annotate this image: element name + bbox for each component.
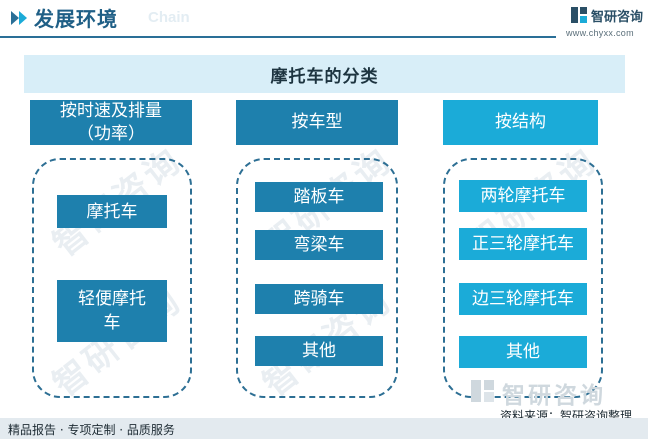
brand-watermark-text: 智研咨询 <box>502 383 606 409</box>
category-label-line1: 按时速及排量 <box>60 100 162 121</box>
brand-logo: 智研咨询 <box>570 5 648 25</box>
page-title: 发展环境 <box>34 7 118 31</box>
diagram-title-banner: 摩托车的分类 <box>24 55 625 93</box>
item-two-wheel: 两轮摩托车 <box>459 180 587 212</box>
page-title-en: Chain <box>148 9 190 26</box>
item-scooter: 踏板车 <box>255 182 383 212</box>
item-label-line2: 车 <box>103 313 121 333</box>
group-speed-displacement <box>32 158 192 398</box>
header-divider <box>0 36 556 38</box>
item-sidecar-tricycle: 边三轮摩托车 <box>459 283 587 315</box>
brand-icon <box>571 7 587 23</box>
category-structure: 按结构 <box>443 100 598 145</box>
item-other-type: 其他 <box>255 336 383 366</box>
brand-watermark-icon <box>471 380 494 402</box>
item-straddle: 跨骑车 <box>255 284 383 314</box>
category-vehicle-type: 按车型 <box>236 100 398 145</box>
item-light-motorcycle: 轻便摩托 车 <box>57 280 167 342</box>
item-tricycle: 正三轮摩托车 <box>459 228 587 260</box>
category-speed-displacement: 按时速及排量 （功率） <box>30 100 192 145</box>
footer-tagline: 精品报告 · 专项定制 · 品质服务 <box>8 423 175 437</box>
diagram-title: 摩托车的分类 <box>270 66 379 87</box>
category-label-line2: （功率） <box>77 123 145 144</box>
bottom-brand-logo: 智研咨询 <box>470 376 640 409</box>
item-motorcycle: 摩托车 <box>57 195 167 228</box>
brand-url: www.chyxx.com <box>566 28 634 38</box>
item-underbone: 弯梁车 <box>255 230 383 260</box>
item-other-structure: 其他 <box>459 336 587 368</box>
brand-name: 智研咨询 <box>591 10 644 25</box>
group-vehicle-type <box>236 158 398 398</box>
item-label-line1: 轻便摩托 <box>78 289 146 309</box>
page-header: 发展环境 Chain 智研咨询 www.chyxx.com <box>0 0 648 40</box>
group-structure <box>443 158 603 398</box>
header-logo-icon <box>11 11 27 25</box>
footer-bar <box>0 418 648 439</box>
